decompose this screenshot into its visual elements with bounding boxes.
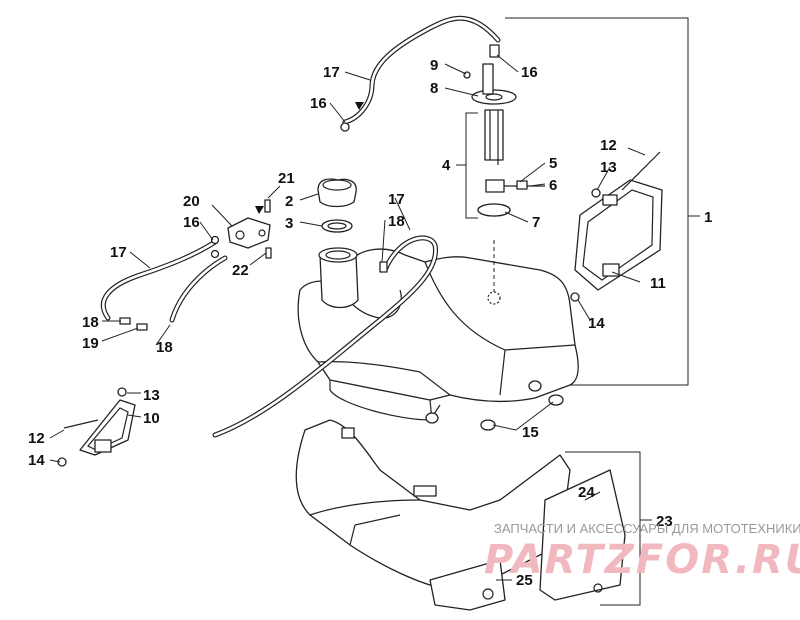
callout-21: 21 [278, 170, 295, 187]
callout-6: 6 [549, 177, 557, 194]
callout-labels: 1 2 3 4 5 6 7 8 9 10 11 12 12 13 13 14 1… [28, 57, 712, 589]
callout-15: 15 [522, 424, 539, 441]
callout-16b: 16 [310, 95, 327, 112]
callout-16c: 16 [183, 214, 200, 231]
callout-17a: 17 [323, 64, 340, 81]
side-panel-24 [539, 469, 626, 601]
callout-12a: 12 [600, 137, 617, 154]
watermark-tagline: ЗАПЧАСТИ И АКСЕССУАРЫ ДЛЯ МОТОТЕХНИКИ [494, 521, 800, 536]
callout-13a: 13 [600, 159, 617, 176]
gasket-7 [477, 203, 511, 217]
callout-4: 4 [442, 157, 451, 174]
callout-22: 22 [232, 262, 249, 279]
assembly-bracket-1 [500, 17, 700, 386]
callout-25: 25 [516, 572, 533, 589]
callout-17c: 17 [110, 244, 127, 261]
strap-10 [57, 387, 136, 467]
direction-arrows [255, 102, 364, 214]
leader-lines [49, 54, 646, 581]
callout-13b: 13 [143, 387, 160, 404]
callout-18b: 18 [82, 314, 99, 331]
callout-10: 10 [143, 410, 160, 427]
fuel-cap-2 [317, 178, 357, 208]
callout-17b: 17 [388, 191, 405, 208]
callout-3: 3 [285, 215, 293, 232]
strap-11 [570, 151, 663, 302]
callout-16a: 16 [521, 64, 538, 81]
hoses [100, 15, 501, 438]
callout-19: 19 [82, 335, 99, 352]
vent-valve-20 [227, 199, 272, 259]
callout-14a: 14 [588, 315, 605, 332]
callout-5: 5 [549, 155, 557, 172]
callout-8: 8 [430, 80, 438, 97]
callout-23: 23 [656, 513, 673, 530]
callout-1: 1 [704, 209, 712, 226]
lower-panel-25 [429, 559, 506, 611]
callout-20: 20 [183, 193, 200, 210]
gasket-3 [321, 219, 353, 233]
callout-12b: 12 [28, 430, 45, 447]
callout-18c: 18 [156, 339, 173, 356]
callout-18a: 18 [388, 213, 405, 230]
watermark-logo: PARTZFOR.RU [484, 537, 800, 583]
assembly-bracket-23 [565, 451, 652, 606]
callout-14b: 14 [28, 452, 45, 469]
callout-2: 2 [285, 193, 293, 210]
fuel-tank [297, 240, 579, 424]
watermark: ЗАПЧАСТИ И АКСЕССУАРЫ ДЛЯ МОТОТЕХНИКИ PA… [484, 521, 800, 583]
callout-7: 7 [532, 214, 540, 231]
callout-24: 24 [578, 484, 595, 501]
callout-9: 9 [430, 57, 438, 74]
callout-11: 11 [650, 275, 666, 292]
